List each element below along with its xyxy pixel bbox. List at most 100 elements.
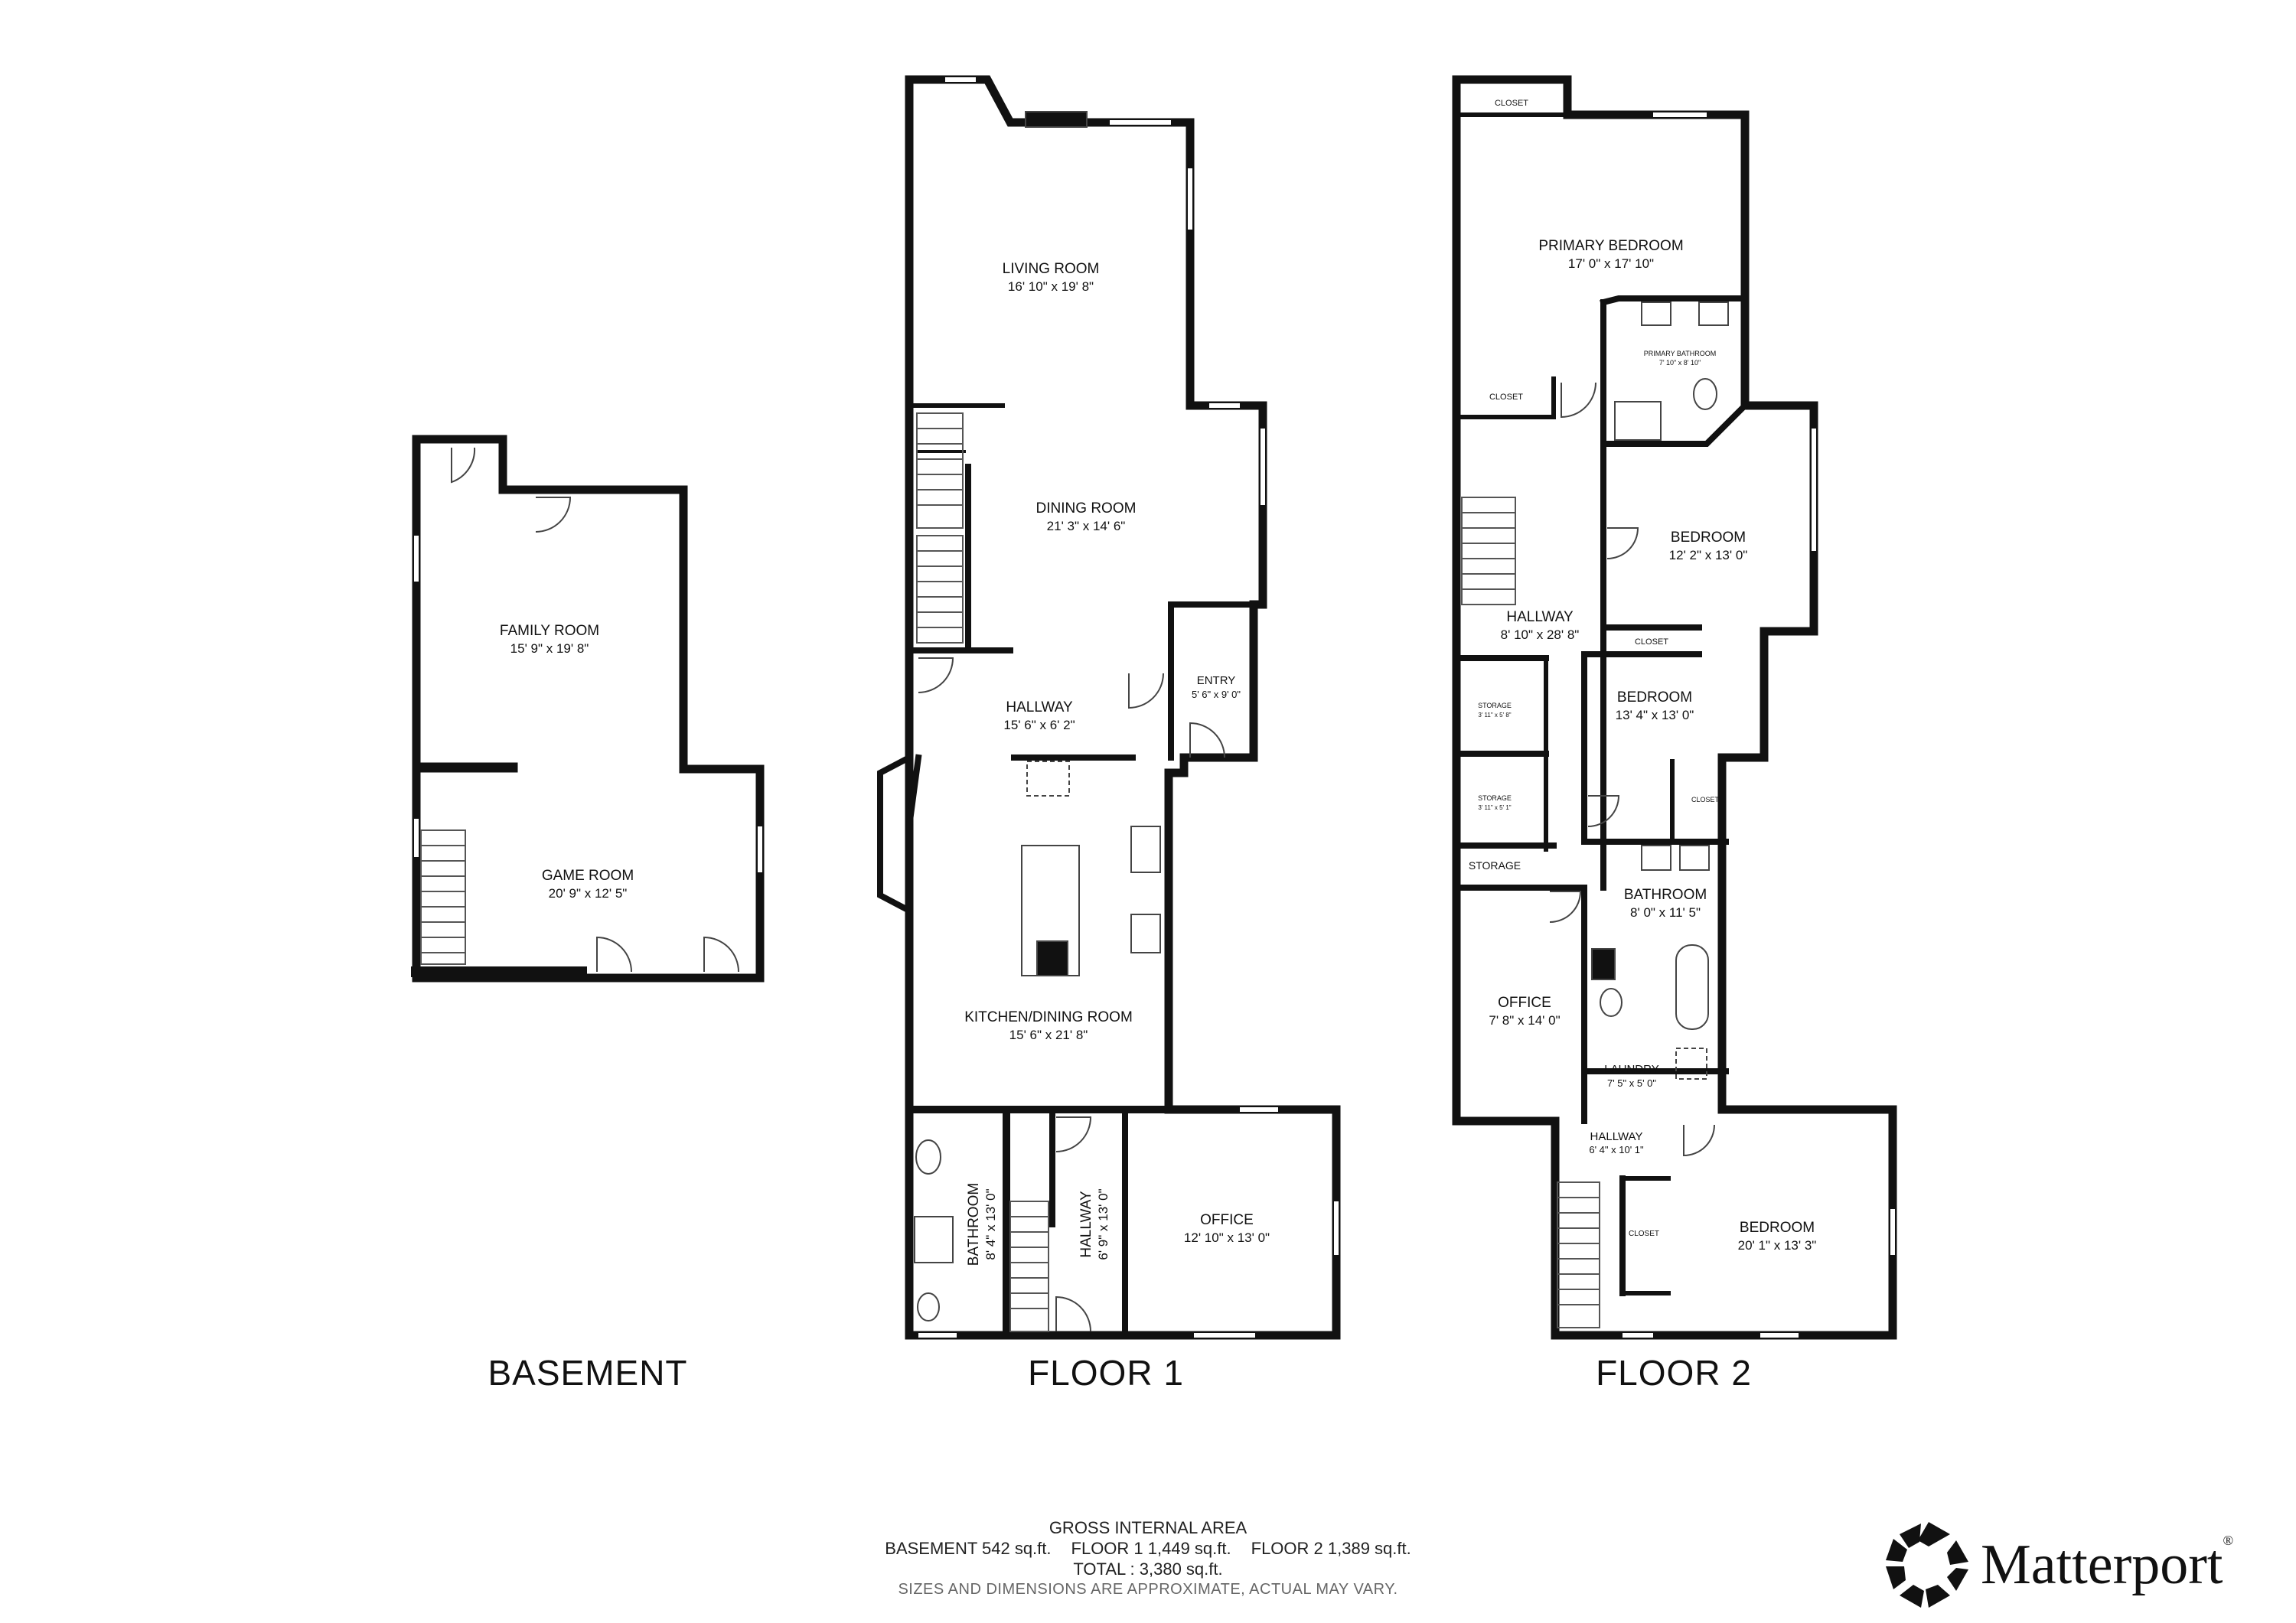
room-name: HALLWAY: [1506, 609, 1574, 625]
room-name: ENTRY: [1197, 674, 1236, 687]
bath-toilet: [1600, 988, 1623, 1017]
room-name: PRIMARY BEDROOM: [1538, 238, 1683, 254]
basement-door: [703, 936, 739, 973]
primary-sink-right: [1698, 301, 1729, 326]
room-dimensions: 8' 4" x 13' 0": [983, 1188, 998, 1260]
room-dimensions: 3' 11" x 5' 1": [1478, 804, 1511, 811]
basement-stairs: [420, 829, 466, 965]
room-name: HALLWAY: [1006, 699, 1073, 715]
bath-vanity-block: [1591, 948, 1616, 980]
room-dimensions: 8' 10" x 28' 8": [1501, 627, 1580, 642]
area-basement: BASEMENT 542 sq.ft.: [885, 1539, 1052, 1558]
floor1-shower: [914, 1216, 954, 1263]
basement-door: [535, 497, 572, 533]
room-name: CLOSET: [1691, 796, 1720, 803]
bath-sink-right: [1679, 845, 1710, 871]
area-disclaimer: SIZES AND DIMENSIONS ARE APPROXIMATE, AC…: [898, 1581, 1398, 1598]
fixtures: [914, 111, 1729, 1322]
primary-toilet: [1693, 378, 1717, 410]
room-dimensions: 20' 1" x 13' 3": [1738, 1238, 1817, 1253]
room-dimensions: 17' 0" x 17' 10": [1568, 256, 1654, 271]
primary-sink-left: [1641, 301, 1671, 326]
room-dimensions: 12' 10" x 13' 0": [1184, 1230, 1270, 1245]
room-dimensions: 6' 9" x 13' 0": [1096, 1188, 1110, 1260]
room-name: STORAGE: [1478, 702, 1512, 709]
room-dimensions: 8' 0" x 11' 5": [1630, 905, 1701, 920]
room-name: CLOSET: [1635, 637, 1668, 647]
room-name: FAMILY ROOM: [500, 623, 599, 639]
room-dimensions: 15' 9" x 19' 8": [510, 641, 589, 656]
windows: [414, 77, 1895, 1338]
room-name: BEDROOM: [1740, 1220, 1815, 1236]
room-name: GAME ROOM: [542, 868, 634, 884]
room-name: LIVING ROOM: [1003, 261, 1100, 277]
floor-label-floor1: FLOOR 1: [1028, 1353, 1184, 1393]
floor1-door: [1055, 1295, 1091, 1332]
matterport-mark-icon: [1886, 1522, 1968, 1608]
room-name: KITCHEN/DINING ROOM: [964, 1009, 1133, 1025]
basement-door: [596, 936, 632, 973]
room-name: CLOSET: [1629, 1230, 1659, 1238]
room-dimensions: 12' 2" x 13' 0": [1669, 548, 1748, 562]
area-floor1: FLOOR 1 1,449 sq.ft.: [1071, 1539, 1231, 1558]
floor2-door: [1683, 1124, 1715, 1157]
floor2-stairs: [1461, 497, 1600, 1328]
area-total: TOTAL : 3,380 sq.ft.: [1073, 1559, 1223, 1579]
room-name: LAUNDRY: [1604, 1063, 1658, 1076]
trademark-symbol: ®: [2223, 1533, 2234, 1548]
area-breakdown: BASEMENT 542 sq.ft. FLOOR 1 1,449 sq.ft. F…: [0, 1538, 2296, 1559]
floor1-toilet: [917, 1292, 940, 1322]
doors: [451, 382, 1715, 1332]
room-dimensions: 7' 8" x 14' 0": [1489, 1013, 1560, 1028]
room-name: DINING ROOM: [1036, 500, 1137, 517]
room-name: BATHROOM: [1624, 887, 1707, 903]
floor1-stairs: [916, 412, 1049, 1332]
floor2-door: [1587, 795, 1620, 827]
floor1-door: [1055, 1116, 1092, 1152]
room-name: HALLWAY: [1078, 1191, 1094, 1258]
room-dimensions: 15' 6" x 21' 8": [1009, 1028, 1088, 1042]
floor2-door: [1549, 891, 1582, 923]
gross-area-summary: GROSS INTERNAL AREA BASEMENT 542 sq.ft. F…: [0, 1517, 2296, 1600]
area-floor2: FLOOR 2 1,389 sq.ft.: [1251, 1539, 1411, 1558]
bath-sink-left: [1641, 845, 1671, 871]
floor1-walls: [877, 75, 1341, 1340]
room-name: CLOSET: [1489, 393, 1523, 402]
room-dimensions: 16' 10" x 19' 8": [1008, 279, 1094, 294]
floor2-door: [1561, 382, 1596, 419]
floor1-sink: [915, 1139, 941, 1175]
floor1-door: [918, 657, 954, 693]
room-dimensions: 7' 5" x 5' 0": [1607, 1077, 1656, 1089]
bathtub: [1675, 944, 1709, 1030]
range-block: [1036, 940, 1068, 976]
room-dimensions: 5' 6" x 9' 0": [1192, 689, 1241, 700]
fireplace: [1025, 111, 1088, 128]
room-dimensions: 13' 4" x 13' 0": [1616, 708, 1694, 722]
room-name: BATHROOM: [966, 1183, 982, 1266]
cooktop: [1130, 914, 1161, 953]
area-title: GROSS INTERNAL AREA: [1049, 1518, 1247, 1537]
kitchen-appliance: [1026, 761, 1070, 797]
floor-label-basement: BASEMENT: [488, 1353, 687, 1393]
room-dimensions: 6' 4" x 10' 1": [1589, 1144, 1644, 1155]
brand-name: Matterport®: [1981, 1533, 2234, 1596]
floor2-door: [1606, 527, 1639, 559]
matterport-logo: Matterport®: [1883, 1519, 2281, 1611]
primary-shower: [1614, 401, 1662, 441]
room-dimensions: 20' 9" x 12' 5": [549, 886, 628, 901]
floor2-walls: [1452, 75, 1897, 1340]
room-dimensions: 7' 10" x 8' 10": [1659, 359, 1701, 367]
room-name: CLOSET: [1495, 99, 1528, 108]
room-dimensions: 3' 11" x 5' 8": [1478, 712, 1511, 719]
stairs: [420, 412, 1600, 1332]
room-name: BEDROOM: [1617, 689, 1692, 706]
floor1-door: [1189, 722, 1225, 758]
room-name: PRIMARY BATHROOM: [1644, 350, 1717, 357]
room-dimensions: 21' 3" x 14' 6": [1047, 519, 1126, 533]
room-name: HALLWAY: [1590, 1130, 1643, 1143]
room-name: STORAGE: [1469, 859, 1521, 872]
floor-label-floor2: FLOOR 2: [1596, 1353, 1752, 1393]
room-name: OFFICE: [1498, 995, 1551, 1011]
kitchen-sink: [1130, 826, 1161, 873]
